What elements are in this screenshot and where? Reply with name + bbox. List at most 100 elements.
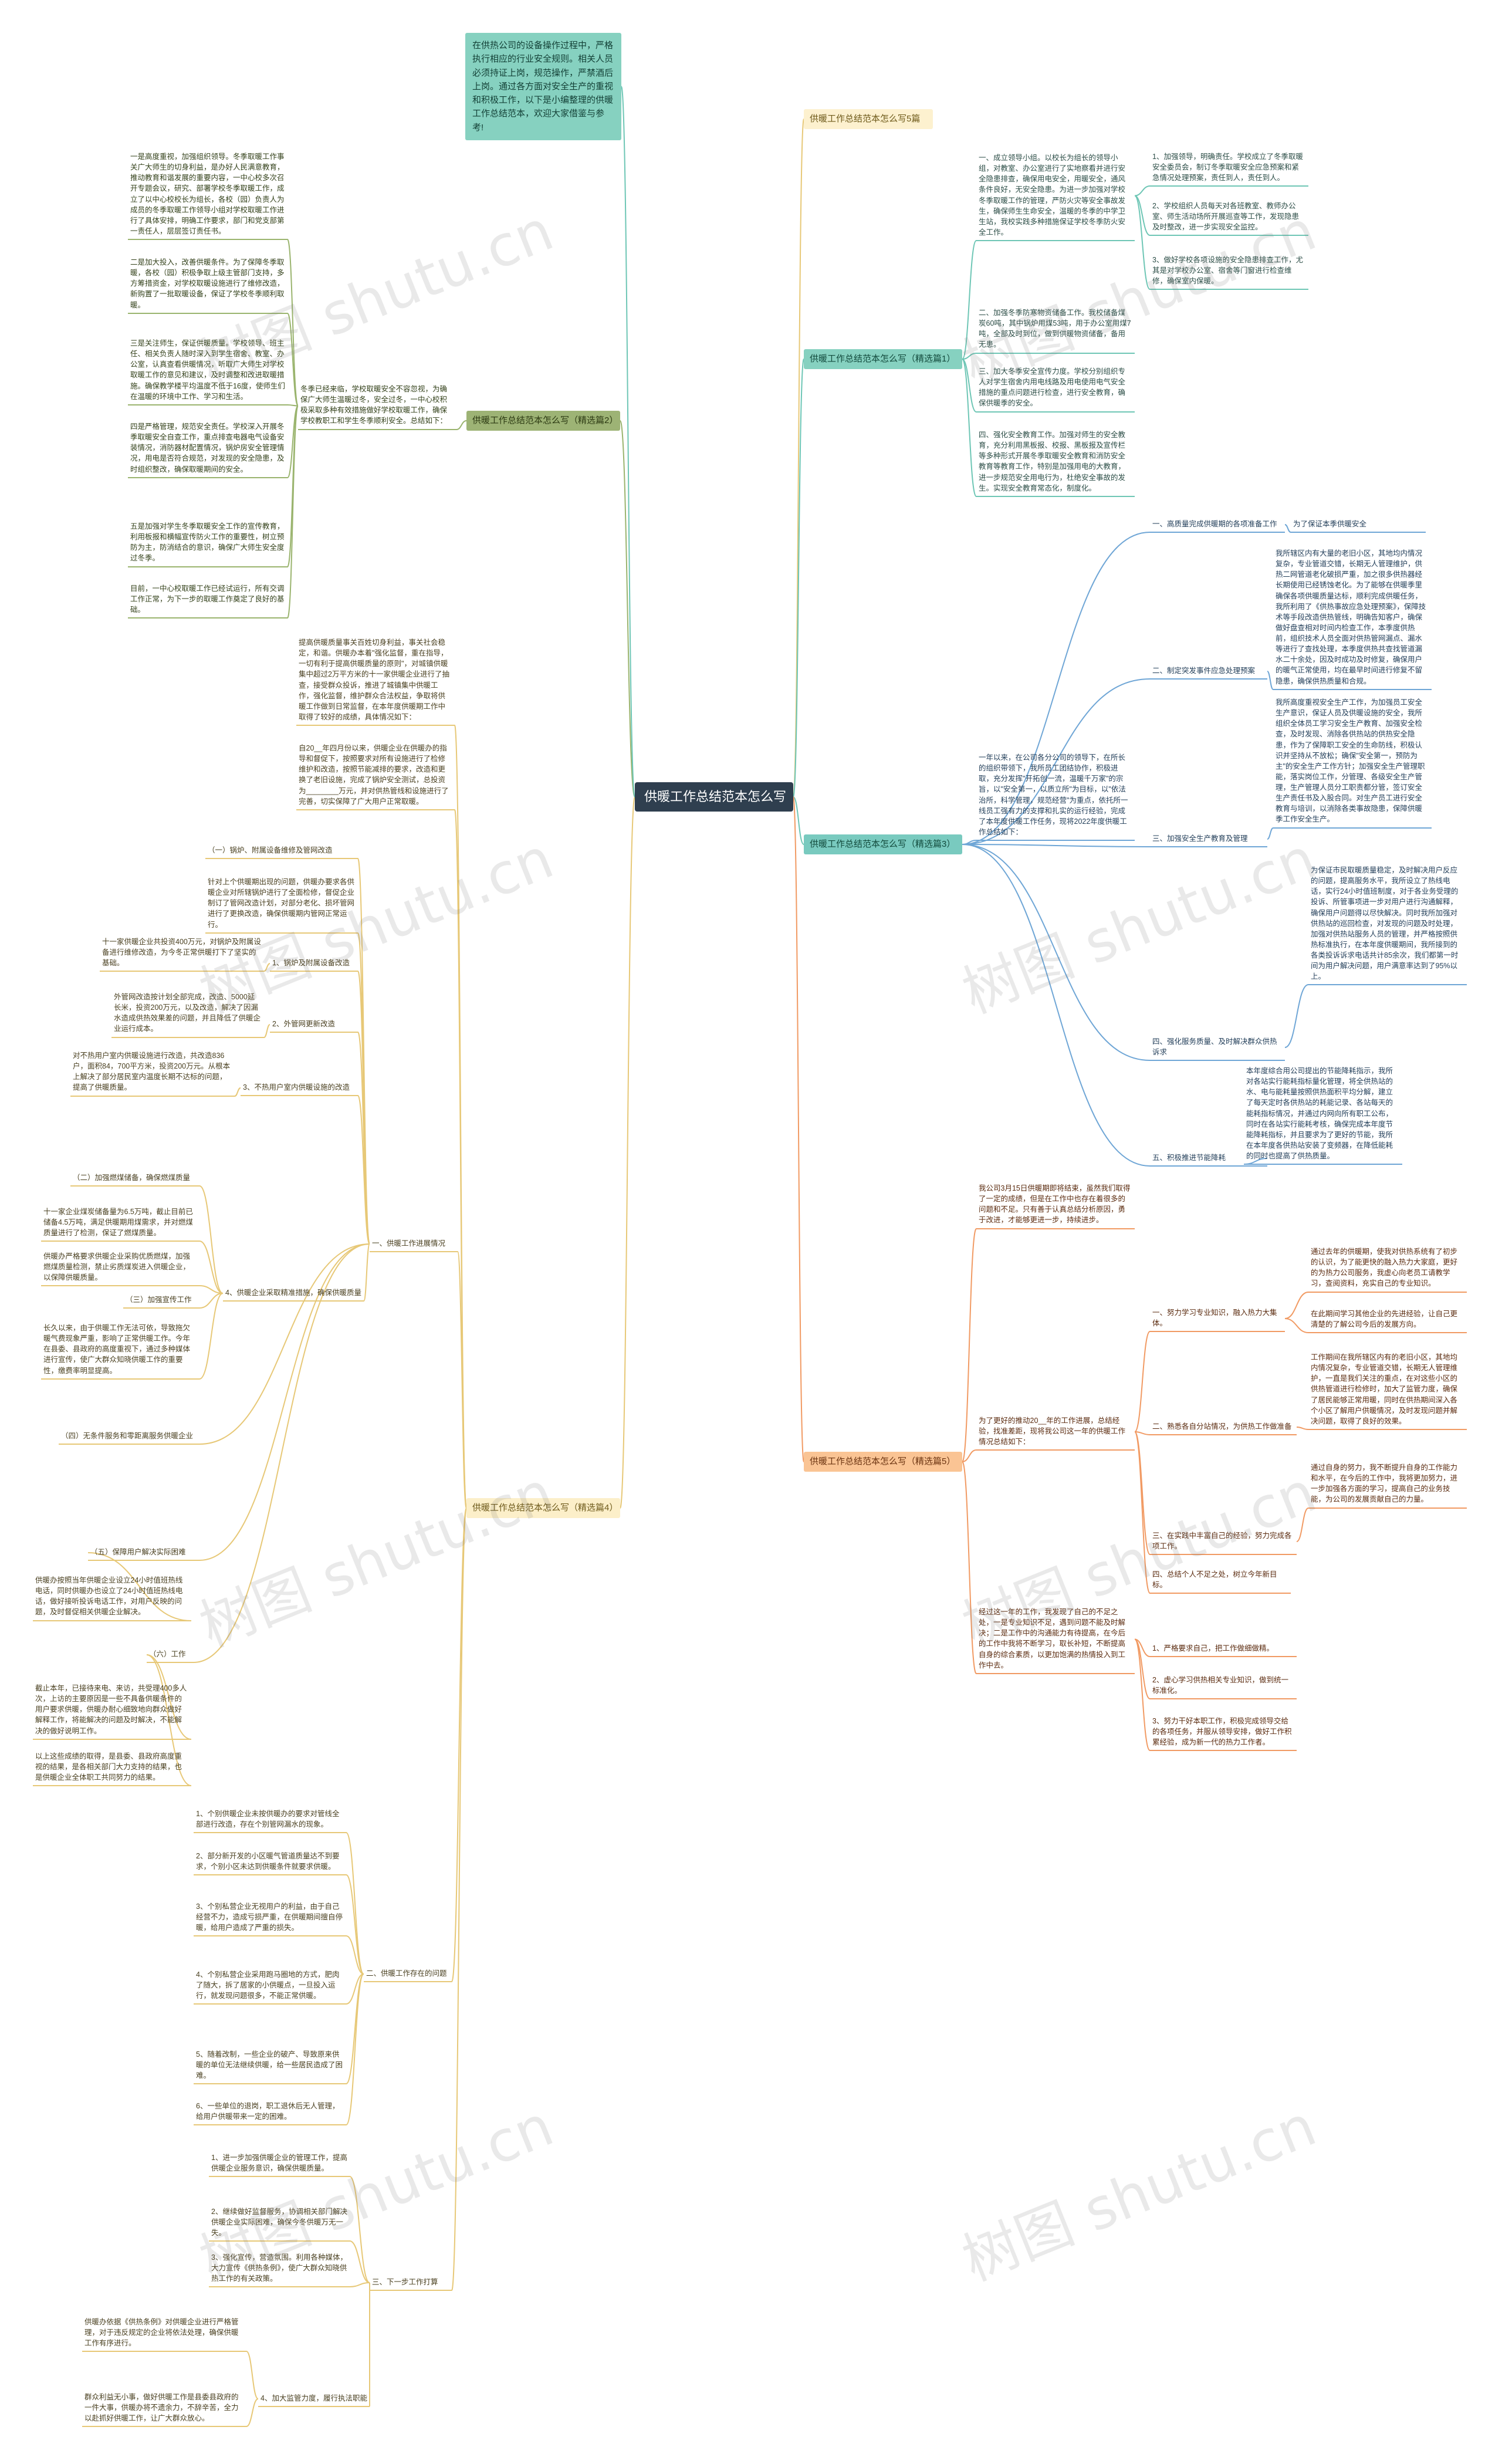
p4-s1-sub1: （一）锅炉、附属设备维修及管网改造 (205, 843, 358, 860)
connector-branch-selected-3-p3-s5-title (962, 844, 1151, 1167)
connector-p5-s1-title-p5-s1-body (1284, 1292, 1309, 1319)
p5-s1-body2: 在此期间学习其他企业的先进经验，让自己更清楚的了解公司今后的发展方向。 (1308, 1306, 1467, 1334)
connector-branch-selected-4-p4-lead2 (454, 809, 467, 1509)
p4-s2-item-6: 6、一些单位的退岗，职工退休后无人管理，给用户供暖带来一定的困难。 (194, 2098, 346, 2126)
p3-s1-body: 我所辖区内有大量的老旧小区，其地均内情况复杂，专业管道交错，长期无人管理维护，供… (1273, 546, 1432, 690)
p4-s1-4-body: 供暖办严格要求供暖企业采购优质燃煤，加强燃煤质量检测，禁止劣质煤炭进入供暖企业，… (41, 1249, 199, 1287)
connector-branch-selected-1-p1-lead (962, 240, 977, 360)
connector-p1-lead-p1-item-2 (1134, 195, 1151, 236)
p4-s2-item-5: 5、随着改制，一些企业的破产、导致原来供暖的单位无法继续供暖，给一些居民造成了困… (194, 2047, 346, 2085)
connector-p4-s1-title-p4-s1-sub5 (199, 1243, 370, 1561)
connector-branch-selected-1-p1-section-2 (962, 353, 977, 360)
connector-branch-selected-3-p3-s2-title (962, 678, 1151, 845)
p2-item-4: 四是严格管理，规范安全责任。学校深入开展冬季取暖安全自查工作，重点排查电器电气设… (128, 419, 287, 478)
connector-p1-lead-p1-item-3 (1134, 195, 1151, 290)
p5-mid: 为了更好的推动20__年的工作进展，总结经验，找准差距，现将我公司这一年的供暖工… (976, 1413, 1135, 1451)
p4-s3-4-body2: 群众利益无小事，做好供暖工作是县委县政府的一件大事，供暖办将不遗余力，不辞辛苦，… (82, 2389, 246, 2428)
connector-p2-intro-p2-item-1 (287, 239, 299, 407)
p3-lead: 一年以来，在公司各分公司的领导下，在所长的组织带领下，我所员工团结协作，积极进取… (976, 750, 1135, 841)
connector-p4-s1-title-p4-s1-sub4 (199, 1243, 370, 1445)
p5-s4-body: 经过这一年的工作，我发现了自己的不足之处，一是专业知识不足，遇到问题不能及时解决… (976, 1604, 1135, 1674)
p4-s1-3-body: 对不热用户室内供暖设施进行改造，共改造836户，面积84，700平方米，投资20… (70, 1048, 235, 1097)
p4-s1-title: 一、供暖工作进展情况 (370, 1236, 458, 1253)
p4-s1-sub6-body: 截止本年，已接待来电、来访，共受理400多人次，上访的主要原因是一些不具备供暖条… (33, 1681, 191, 1740)
connector-branch-selected-1-p1-section-4 (962, 359, 977, 497)
intro-text: 在供热公司的设备操作过程中，严格执行相应的行业安全规则。相关人员必须持证上岗，规… (465, 33, 621, 140)
connector-p5-s4-body-p5-goal-3 (1134, 1638, 1151, 1751)
p4-s2-item-4: 4、个别私营企业采用跑马圈地的方式，肥肉了随大，拆了居家的小供暖点，一旦投入运行… (194, 1967, 346, 2005)
p4-s3-item-3: 3、强化宣传，营造氛围。利用各种媒体，大力宣传《供热条例》，使广大群众知晓供热工… (209, 2250, 350, 2288)
p1-section-2: 二、加强冬季防寒物资储备工作。我校储备煤炭60吨，其中锅炉用煤53吨，用于办公室… (976, 305, 1135, 354)
branch-selected-1[interactable]: 供暖工作总结范本怎么写（精选篇1） (804, 349, 962, 369)
connector-central-topic-branch-selected-4 (620, 796, 635, 1509)
connector-p4-s1-4-title-p4-s1-sub3-body (199, 1293, 224, 1380)
branch-selected-4[interactable]: 供暖工作总结范本怎么写（精选篇4） (466, 1498, 620, 1518)
p3-s5-title: 五、积极推进节能降耗 (1150, 1150, 1267, 1167)
p4-s3-item-1: 1、进一步加强供暖企业的管理工作，提高供暖企业服务意识，确保供暖质量。 (209, 2150, 350, 2178)
connector-central-topic-branch-selected-1 (793, 359, 804, 797)
connector-central-topic-branch-summary-5-pieces (793, 119, 804, 797)
p4-s1-sub4: （四）无条件服务和零距离服务供暖企业 (59, 1428, 199, 1445)
connector-p4-s1-1-title-p4-s1-1-body (263, 963, 270, 972)
connector-p2-intro-p2-item-5 (287, 405, 299, 567)
p4-s2-item-1: 1、个别供暖企业未按供暖办的要求对管线全部进行改造，存在个别管网漏水的现象。 (194, 1806, 346, 1834)
p4-s1-sub2: （二）加强燃煤储备，确保燃煤质量 (70, 1170, 199, 1187)
p5-goal-2: 2、虚心学习供热相关专业知识，做到统一标准化。 (1150, 1672, 1297, 1700)
connector-p4-s1-title-p4-s1-3-title (357, 1095, 370, 1245)
connector-p1-lead-p1-item-1 (1134, 185, 1151, 197)
p4-s1-sub6: （六）工作 (147, 1647, 194, 1664)
connector-p4-s1-sub5-p4-s1-sub5-body (87, 1552, 192, 1621)
connector-p3-s4-title-p3-s4-body (1284, 984, 1309, 1048)
p5-s1-body: 通过去年的供暖期，使我对供热系统有了初步的认识，为了能更快的融入热力大家庭，更好… (1308, 1244, 1467, 1293)
connector-branch-selected-5-p5-mid (962, 1449, 977, 1462)
connector-p3-s3-title-p3-s3-body (1267, 827, 1274, 840)
connector-p4-s1-title-p4-s1-1-title (357, 971, 370, 1245)
connector-p4-s1-2-title-p4-s1-2-body (263, 1024, 270, 1038)
p1-item-1: 1、加强领导，明确责任。学校成立了冬季取暖安全委员会，制订冬季取暖安全应急预案和… (1150, 149, 1308, 187)
connector-p2-intro-p2-item-4 (287, 405, 299, 478)
connector-p4-s1-3-title-p4-s1-3-body (234, 1087, 241, 1097)
branch-summary-5-pieces[interactable]: 供暖工作总结范本怎么写5篇 (804, 109, 933, 129)
connector-p5-mid-p5-s1-title (1134, 1331, 1151, 1432)
connector-p2-intro-p2-item-2 (287, 313, 299, 407)
p5-lead: 我公司3月15日供暖期即将结束，虽然我们取得了一定的成绩，但是在工作中也存在着很… (976, 1181, 1135, 1229)
p1-section-3: 三、加大冬季安全宣传力度。学校分别组织专人对学生宿舍内用电线路及用电使用电气安全… (976, 364, 1135, 413)
connector-central-topic-branch-selected-2 (620, 420, 635, 797)
connector-p4-s2-title-p4-s2-item-3 (346, 1935, 364, 1975)
p1-lead: 一、成立领导小组。以校长为组长的领导小组，对教室、办公室进行了实地察看并进行安全… (976, 150, 1135, 241)
branch-selected-3[interactable]: 供暖工作总结范本怎么写（精选篇3） (804, 834, 962, 854)
connector-p4-s2-title-p4-s2-item-2 (346, 1874, 364, 1975)
connector-p4-s1-title-p4-s1-sub6 (193, 1243, 370, 1663)
p2-item-1: 一是高度重视，加强组织领导。冬季取暖工作事关广大师生的切身利益，是办好人民满意教… (128, 149, 287, 240)
p3-s5-body: 本年度综合用公司提出的节能降耗指示，我所对各站实行能耗指标量化管理，将全供热站的… (1244, 1063, 1402, 1165)
p4-s1-sub6-body2: 以上这些成绩的取得，是县委、县政府高度重视的结果，是各相关部门大力支持的结果，也… (33, 1749, 191, 1787)
branch-selected-5[interactable]: 供暖工作总结范本怎么写（精选篇5） (804, 1452, 962, 1472)
p4-s1-4-title: 4、供暖企业采取精准措施，确保供暖质量 (223, 1285, 364, 1302)
connector-p4-s3-title-p4-s3-item-1 (349, 2176, 370, 2283)
p4-s1-2-body: 外管网改造按计划全部完成，改造、5000延长米，投资200万元，以及改造，解决了… (111, 989, 264, 1038)
connector-p5-s3-title-p5-s3-body (1296, 1508, 1309, 1542)
connector-p4-s1-4-title-p4-s1-sub2 (199, 1185, 224, 1294)
connector-p4-s3-item-4-p4-s3-4-body2 (246, 2398, 259, 2427)
p4-lead2: 自20__年四月份以来，供暖企业在供暖办的指导和督促下，按照要求对所有设施进行了… (296, 741, 455, 810)
connector-branch-selected-3-p3-s3-title (962, 844, 1151, 847)
p5-s1-title: 一、努力学习专业知识，融入热力大集体。 (1150, 1305, 1285, 1333)
connector-p4-s2-title-p4-s2-item-4 (346, 1973, 364, 2005)
connector-branch-selected-5-p5-s4-body (962, 1461, 977, 1674)
p2-item-3: 三是关注师生，保证供暖质量。学校领导、班主任、相关负责人随时深入到学生宿舍、教室… (128, 336, 287, 405)
p4-s3-item-4: 4、加大监管力度，履行执法职能 (258, 2391, 370, 2408)
connector-p4-s3-title-p4-s3-item-2 (349, 2240, 370, 2283)
connector-p3-s1-title-p3-s1-detail (1284, 524, 1291, 533)
central-topic[interactable]: 供暖工作总结范本怎么写 (635, 782, 793, 812)
branch-selected-2[interactable]: 供暖工作总结范本怎么写（精选篇2） (466, 411, 620, 431)
connector-p2-intro-p2-item-3 (287, 404, 299, 407)
p3-s3-body: 我所高度重视安全生产工作，为加强员工安全生产意识，保证人员及供暖设施的安全，我所… (1273, 695, 1432, 829)
p4-s3-title: 三、下一步工作打算 (370, 2274, 452, 2291)
connector-central-topic-branch-selected-5 (793, 796, 804, 1462)
p3-s1-detail: 为了保证本季供暖安全 (1291, 516, 1426, 533)
connector-branch-selected-1-p1-section-3 (962, 359, 977, 413)
p1-section-4: 四、强化安全教育工作。加强对师生的安全教育，充分利用黑板报、校报、黑板报及宣传栏… (976, 427, 1135, 497)
p4-s1-3-title: 3、不热用户室内供暖设施的改造 (241, 1080, 358, 1097)
connector-branch-selected-2-p2-intro (456, 420, 467, 430)
